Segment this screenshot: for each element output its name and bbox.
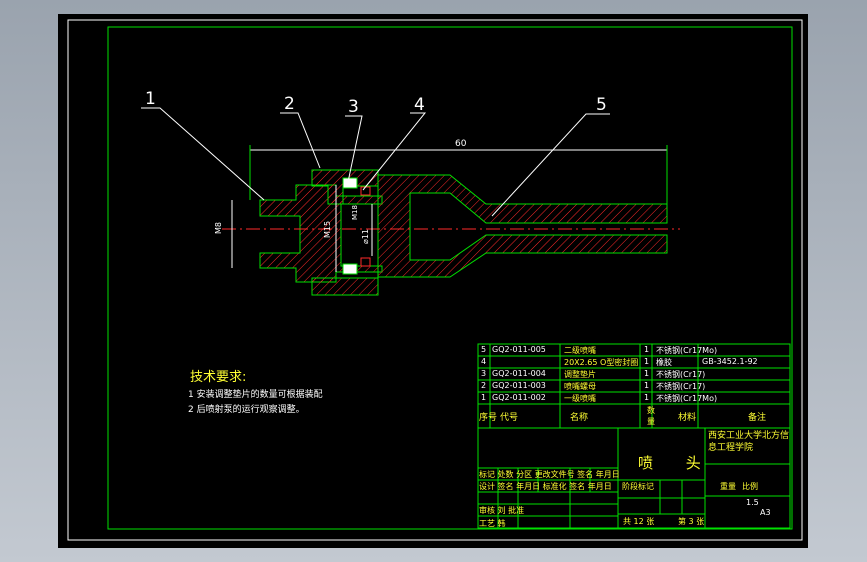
scale-label: 比例 — [742, 482, 758, 491]
nozzle-section — [222, 145, 680, 296]
parts-cell-no: 2 — [481, 381, 487, 390]
parts-cell-name: 20X2.65 O型密封圈 — [564, 358, 639, 367]
outer-border — [67, 19, 803, 541]
tech-req-title: 技术要求: — [190, 370, 246, 385]
hdr-note: 备注 — [748, 413, 767, 423]
parts-cell-code: GQ2-011-003 — [492, 381, 546, 390]
parts-cell-material: 不锈钢(Cr17Mo) — [656, 346, 718, 355]
part5-body — [377, 174, 668, 278]
hdr-code: 代号 — [500, 413, 519, 423]
weight-label: 重量 — [720, 482, 736, 491]
inner-border — [107, 26, 793, 530]
sheet-size: A3 — [760, 508, 771, 517]
parts-cell-no: 5 — [481, 345, 487, 354]
scale-value: 1.5 — [746, 498, 759, 507]
parts-cell-code: GQ2-011-002 — [492, 393, 546, 402]
sheets-total: 共 12 张 — [623, 517, 655, 526]
parts-cell-material: 不锈钢(Cr17) — [656, 370, 706, 379]
hdr-name: 名称 — [570, 413, 589, 423]
drawing-title: 喷 头 — [638, 454, 715, 472]
parts-cell-no: 3 — [481, 369, 487, 378]
parts-cell-name: 调整垫片 — [564, 370, 596, 379]
parts-cell-code: GQ2-011-004 — [492, 369, 546, 378]
parts-cell-no: 1 — [481, 393, 487, 402]
dim-bore-label: ⌀11 — [361, 229, 370, 244]
dim-m18-label: M18 — [351, 205, 359, 220]
parts-cell-qty: 1 — [644, 381, 650, 390]
parts-cell-material: 不锈钢(Cr17) — [656, 382, 706, 391]
parts-cell-qty: 1 — [644, 357, 650, 366]
dim-m8-label: M8 — [214, 222, 223, 234]
school-name: 西安工业大学北方信息工程学院 — [708, 431, 790, 453]
stage-label: 阶段标记 — [622, 482, 654, 491]
o-ring-top — [360, 186, 371, 196]
parts-cell-qty: 1 — [644, 369, 650, 378]
parts-list: 5 GQ2-011-005 二级喷嘴 1 不锈钢(Cr17Mo) 4 20X2.65 O型密… — [478, 344, 790, 428]
parts-cell-no: 4 — [481, 357, 487, 366]
row-review: 审核 刘 批准 — [479, 506, 525, 515]
parts-cell-name: 一级喷嘴 — [564, 394, 596, 403]
parts-header-row: 序号 代号 名称 数量 材料 备注 — [478, 404, 790, 428]
parts-cell-note: GB-3452.1-92 — [702, 357, 758, 366]
parts-cell-code: GQ2-011-005 — [492, 345, 546, 354]
dim-60-label: 60 — [455, 139, 467, 149]
callout-3: 3 — [348, 97, 359, 117]
part2-nut-lower — [311, 277, 379, 296]
callout-1: 1 — [145, 89, 156, 109]
parts-cell-qty: 1 — [644, 345, 650, 354]
hdr-qty: 数量 — [647, 406, 655, 426]
o-ring-bottom — [360, 257, 371, 267]
parts-cell-name: 喷嘴螺母 — [564, 382, 596, 391]
tech-req-item-1: 1 安装调整垫片的数量可根据装配 — [188, 388, 323, 400]
callout-2: 2 — [284, 94, 295, 114]
callout-leaders — [141, 107, 610, 217]
callout-4: 4 — [414, 95, 425, 115]
drawing-svg: 60 M8 M15 M18 ⌀11 1 2 3 4 5 技术要求: 1 安装调整… — [67, 19, 803, 541]
parts-cell-material: 橡胶 — [656, 358, 672, 367]
row-marks: 标记 处数 分区 更改文件号 签名 年月日 — [479, 470, 620, 479]
shim-bottom — [342, 263, 358, 275]
row-design: 设计 签名 年月日 标准化 签名 年月日 — [479, 482, 612, 491]
dim-m15-label: M15 — [323, 221, 332, 238]
hdr-no: 序号 — [479, 413, 498, 423]
title-block-grid — [477, 427, 791, 529]
tech-req-item-2: 2 后喷射泵的运行观察调整。 — [188, 403, 305, 415]
row-process: 工艺 韩 — [479, 519, 506, 528]
sheet-no: 第 3 张 — [678, 517, 705, 526]
callout-5: 5 — [596, 95, 607, 115]
drawing-canvas[interactable]: 60 M8 M15 M18 ⌀11 1 2 3 4 5 技术要求: 1 安装调整… — [58, 14, 808, 548]
hdr-material: 材料 — [678, 413, 697, 423]
parts-cell-name: 二级喷嘴 — [564, 346, 596, 355]
parts-cell-material: 不锈钢(Cr17Mo) — [656, 394, 718, 403]
shim-top — [342, 177, 358, 189]
parts-cell-qty: 1 — [644, 393, 650, 402]
